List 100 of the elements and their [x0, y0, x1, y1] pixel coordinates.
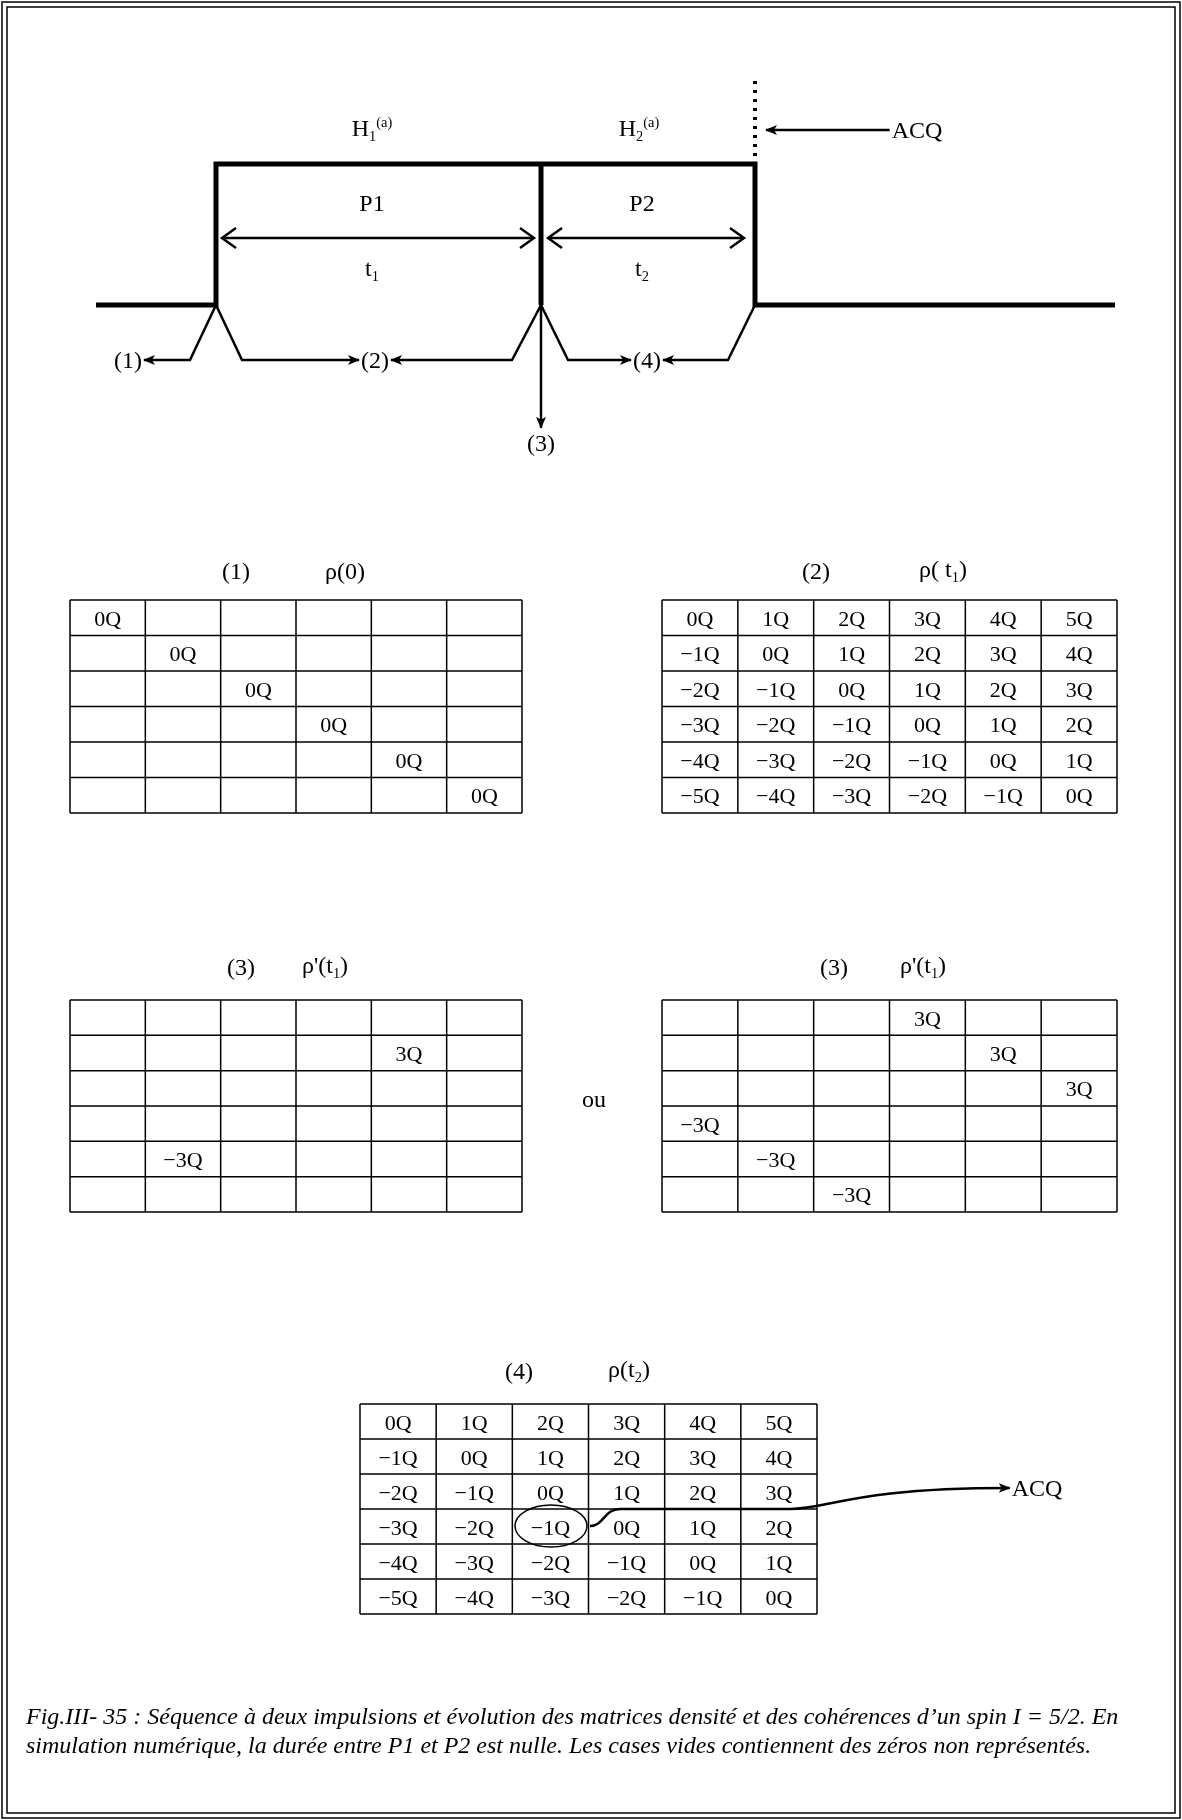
coherence-order: 0Q: [1065, 784, 1093, 809]
arrow: [536, 305, 546, 429]
coherence-order: 2Q: [1065, 713, 1093, 738]
coherence-order: −2Q: [756, 713, 796, 738]
arrow: [214, 304, 360, 365]
coherence-order: 4Q: [989, 606, 1017, 631]
coherence-order: 0Q: [989, 748, 1017, 773]
coherence-order: −3Q: [831, 784, 872, 809]
coherence-order: 0Q: [613, 1515, 640, 1540]
coherence-order: −2Q: [378, 1480, 418, 1505]
coherence-order: −1Q: [530, 1515, 571, 1540]
arrow: [143, 304, 218, 365]
matrix-label: P2: [629, 189, 655, 217]
coherence-order: 3Q: [613, 1410, 640, 1435]
arrow: [589, 1483, 1011, 1528]
coherence-order: 3Q: [913, 1006, 941, 1031]
matrix-label: ρ'(t$_{1}$): [899, 951, 947, 983]
matrix-label: (2): [802, 557, 830, 585]
coherence-order: −1Q: [454, 1480, 494, 1505]
coherence-order: 5Q: [1065, 606, 1093, 631]
coherence-order: −1Q: [831, 713, 872, 738]
step-label: (1): [114, 346, 142, 374]
matrix-label: (4): [505, 1357, 533, 1385]
step-label: (4): [633, 346, 661, 374]
coherence-order: 4Q: [765, 1445, 793, 1470]
coherence-order: 5Q: [765, 1410, 793, 1435]
step-label: (3): [527, 429, 555, 457]
matrix-label: P1: [359, 189, 385, 217]
matrix-label: t$_{1}$: [365, 254, 379, 286]
coherence-order: 2Q: [913, 642, 941, 667]
coherence-order: 3Q: [913, 606, 941, 631]
coherence-order: 1Q: [765, 1550, 793, 1575]
coherence-order: −3Q: [756, 748, 796, 773]
coherence-order: 2Q: [536, 1410, 564, 1435]
coherence-order: 0Q: [913, 713, 941, 738]
coherence-order: −2Q: [530, 1550, 571, 1575]
coherence-order: 1Q: [989, 713, 1017, 738]
matrix-label: (3): [820, 953, 848, 981]
coherence-order: 0Q: [395, 748, 423, 773]
coherence-order: −3Q: [680, 713, 720, 738]
coherence-order: 0Q: [838, 677, 865, 702]
coherence-order: −2Q: [680, 677, 720, 702]
coherence-order: 1Q: [460, 1410, 488, 1435]
coherence-order: −3Q: [756, 1147, 796, 1173]
coherence-order: 2Q: [689, 1480, 717, 1505]
acquisition-label: ACQ: [891, 116, 943, 144]
coherence-order: 3Q: [1065, 677, 1093, 702]
coherence-order: −3Q: [378, 1515, 418, 1540]
acquisition-label: ACQ: [1011, 1474, 1063, 1502]
figure-caption: Fig.III- 35 : Séquence à deux impulsions et évolution des matrices densité et des cohérences d’un spin I = 5/2. En simulation numérique, la durée entre P1 et P2 est nulle. Les cases vides contiennent des zéros non représentés.: [26, 1702, 1120, 1760]
coherence-order: 0Q: [470, 784, 498, 809]
arrow: [662, 304, 757, 365]
coherence-order: −1Q: [983, 784, 1023, 809]
coherence-order: −1Q: [756, 677, 796, 702]
coherence-order: 3Q: [989, 642, 1017, 667]
coherence-order: 1Q: [613, 1480, 640, 1505]
coherence-order: 3Q: [989, 1041, 1017, 1067]
coherence-order: 1Q: [838, 642, 865, 667]
matrix-label: t$_{2}$: [635, 254, 649, 286]
coherence-order: 2Q: [989, 677, 1017, 702]
coherence-order: −1Q: [378, 1445, 418, 1470]
coherence-order: 0Q: [169, 642, 197, 667]
coherence-order: 4Q: [1065, 642, 1093, 667]
coherence-order: 0Q: [762, 642, 790, 667]
coherence-order: 0Q: [765, 1585, 793, 1610]
coherence-order: −3Q: [680, 1112, 720, 1137]
coherence-order: 0Q: [686, 606, 714, 631]
arrow: [765, 125, 890, 135]
coherence-order: 1Q: [762, 606, 790, 631]
coherence-order: 0Q: [536, 1480, 564, 1505]
coherence-order: 2Q: [613, 1445, 640, 1470]
step-label: (2): [361, 346, 389, 374]
coherence-order: −5Q: [378, 1585, 418, 1610]
coherence-order: −2Q: [606, 1585, 647, 1610]
matrix-label: ρ(t$_{2}$): [608, 1355, 650, 1387]
matrix-label: (3): [227, 953, 255, 981]
coherence-order: 0Q: [94, 606, 122, 631]
highlight-ellipse: [514, 1504, 588, 1548]
arrow: [390, 304, 543, 365]
coherence-order: 1Q: [913, 677, 941, 702]
coherence-order: 0Q: [460, 1445, 488, 1470]
coherence-order: 2Q: [838, 606, 865, 631]
coherence-order: 3Q: [395, 1041, 423, 1067]
coherence-order: −1Q: [907, 748, 948, 773]
coherence-order: −3Q: [163, 1147, 203, 1173]
coherence-order: 1Q: [536, 1445, 564, 1470]
coherence-order: 0Q: [244, 677, 272, 702]
coherence-order: −5Q: [680, 784, 720, 809]
coherence-order: 0Q: [384, 1410, 412, 1435]
matrix-label: (1): [222, 557, 250, 585]
coherence-order: −4Q: [680, 748, 720, 773]
coherence-order: 3Q: [1065, 1077, 1093, 1102]
coherence-order: −2Q: [454, 1515, 494, 1540]
coherence-order: 1Q: [1065, 748, 1093, 773]
coherence-order: −4Q: [756, 784, 796, 809]
coherence-order: 1Q: [689, 1515, 717, 1540]
coherence-order: 3Q: [765, 1480, 793, 1505]
coherence-order: 4Q: [689, 1410, 717, 1435]
coherence-order: −4Q: [378, 1550, 418, 1575]
coherence-order: −2Q: [907, 784, 948, 809]
